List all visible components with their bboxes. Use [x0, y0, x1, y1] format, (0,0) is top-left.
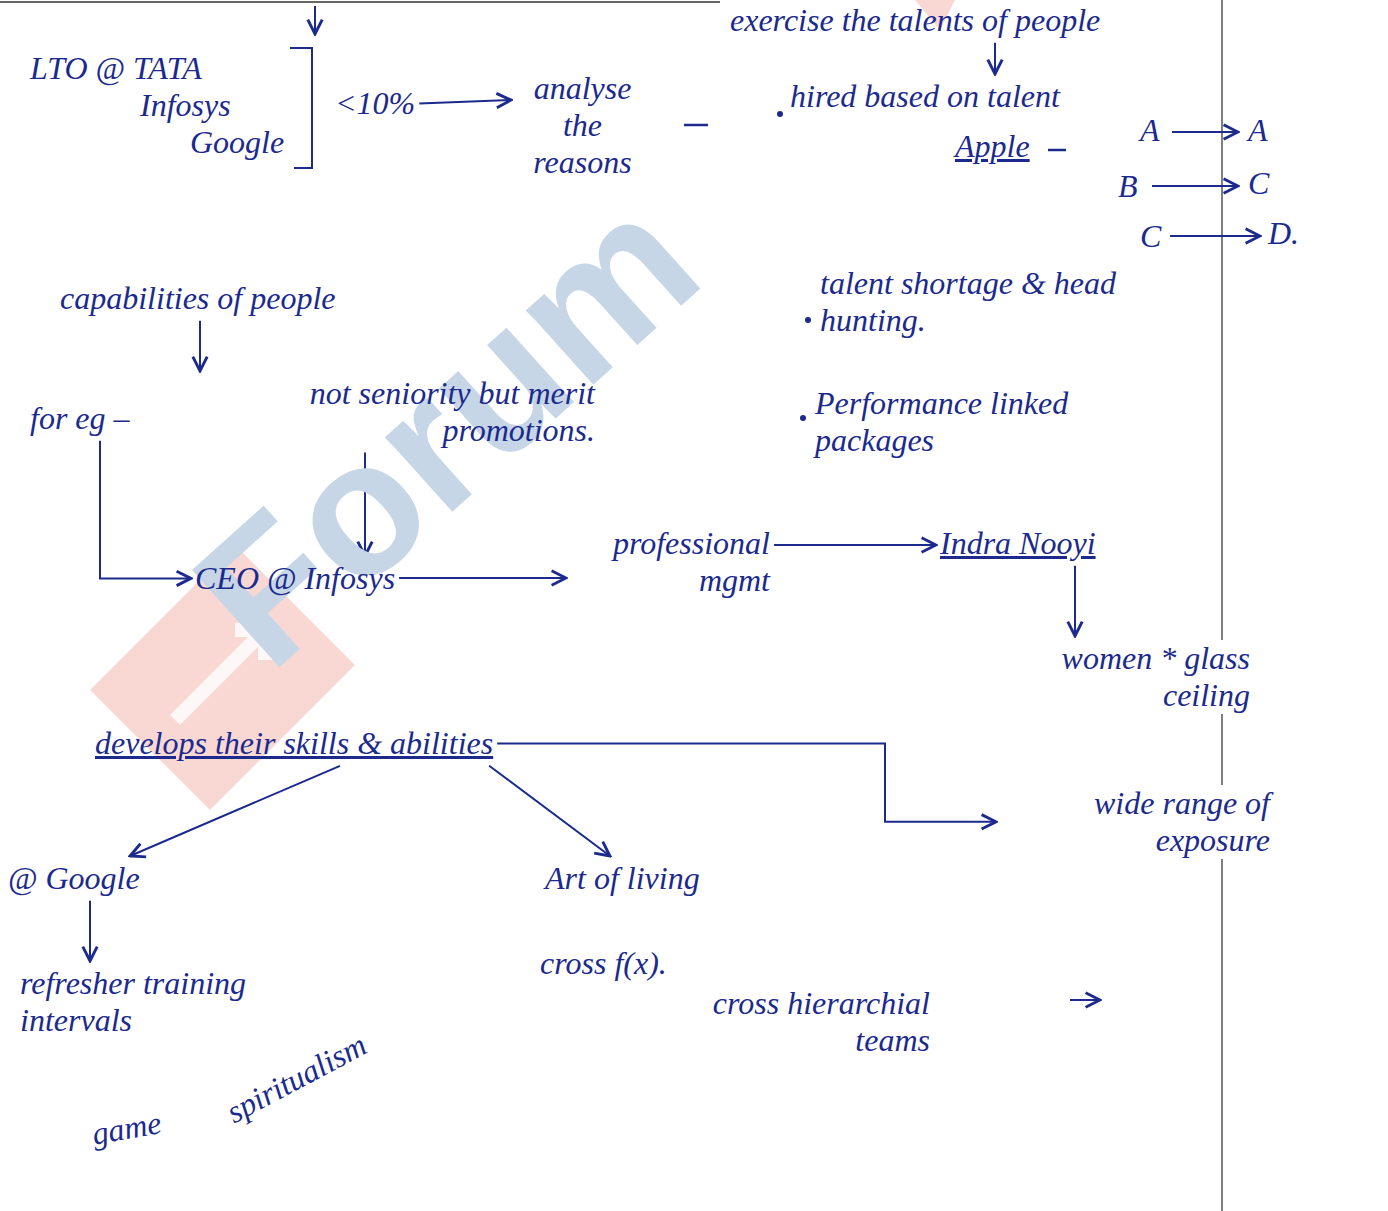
note-text-block: hired based on talent [790, 78, 1060, 115]
mapping-letter: B [1118, 168, 1138, 205]
note-text-block: Indra Nooyi [940, 525, 1096, 562]
handwritten-note: for eg – [30, 400, 130, 437]
mapping-letter: C [1140, 218, 1161, 255]
handwritten-note: LTO @ TATA [30, 50, 202, 87]
handwritten-note: refresher training intervals [20, 965, 350, 1039]
handwritten-note: @ Google [8, 860, 140, 897]
page-rule [1221, 0, 1223, 1211]
note-text-block: @ Google [8, 860, 140, 897]
note-word: game [89, 1104, 164, 1152]
note-text-block: Apple [955, 128, 1030, 165]
note-text-block: refresher training intervals [20, 965, 350, 1039]
handwritten-note: CEO @ Infosys [195, 560, 395, 597]
handwritten-note: Art of living [545, 860, 700, 897]
dangling-arrow [1070, 999, 1100, 1001]
handwritten-note: Indra Nooyi [940, 525, 1096, 562]
note-text-block: talent shortage & head hunting. [820, 265, 1180, 339]
note-text-block: Art of living [545, 860, 700, 897]
note-text-block: professional mgmt [570, 525, 770, 599]
dash [684, 124, 708, 127]
handwritten-note: <10% [335, 85, 415, 122]
mapping-arrow [1172, 131, 1238, 133]
handwritten-note: Performance linked packages [815, 385, 1145, 459]
handwritten-note: develops their skills & abilities [95, 725, 493, 762]
connector-arrow [774, 544, 936, 546]
note-text-block: for eg – [30, 400, 130, 437]
mapping-arrow [1170, 235, 1260, 237]
note-text-block: analyse the reasons [515, 70, 650, 180]
connector-arrow [994, 43, 996, 74]
dash [1048, 149, 1066, 152]
note-text-block: develops their skills & abilities [95, 725, 493, 762]
handwritten-note: capabilities of people [60, 280, 336, 317]
connector-arrow [489, 766, 610, 856]
bullet [777, 111, 783, 117]
note-text-block: cross f(x). [540, 945, 667, 982]
mapping-arrow [1152, 185, 1238, 187]
handwritten-note: Google [190, 124, 284, 161]
handwritten-note: hired based on talent [790, 78, 1060, 115]
handwritten-note: talent shortage & head hunting. [820, 265, 1180, 339]
handwritten-note: Infosys [140, 87, 231, 124]
connector-arrow [1074, 566, 1076, 636]
note-text-block: exercise the talents of people [730, 2, 1100, 39]
handwritten-note: wide range of exposure [1000, 785, 1270, 859]
page-edge [0, 1, 720, 3]
note-text-block: Performance linked packages [815, 385, 1145, 459]
handwritten-note: not seniority but merit promotions. [195, 375, 595, 449]
handwritten-note: cross hierarchial teams [650, 985, 930, 1059]
note-text-block: CEO @ Infosys [195, 560, 395, 597]
handwritten-note: exercise the talents of people [730, 2, 1100, 39]
bullet [805, 317, 811, 323]
handwritten-note: Apple [955, 128, 1030, 165]
handwritten-note: women * glass ceiling [1010, 640, 1250, 714]
connector-arrow [497, 743, 996, 821]
down-arrow [314, 6, 316, 34]
bracket [290, 48, 312, 168]
bullet [800, 415, 806, 421]
handwritten-note: professional mgmt [570, 525, 770, 599]
note-text-block: not seniority but merit promotions. [195, 375, 595, 449]
mapping-letter: C [1248, 165, 1269, 202]
mapping-letter: A [1248, 112, 1268, 149]
mapping-letter: D. [1268, 215, 1299, 252]
note-text-block: LTO @ TATAInfosysGoogle [30, 50, 295, 160]
mapping-letter: A [1140, 112, 1160, 149]
note-text-block: wide range of exposure [1000, 785, 1270, 859]
note-text-block: capabilities of people [60, 280, 336, 317]
note-text-block: <10% [335, 85, 415, 122]
note-text-block: cross hierarchial teams [650, 985, 930, 1059]
connector-arrow [130, 766, 340, 856]
note-text-block: women * glass ceiling [1010, 640, 1250, 714]
connector-arrow [199, 321, 201, 371]
connector-arrow [419, 100, 511, 103]
note-word: spiritualism [220, 1026, 372, 1130]
handwritten-note: analyse the reasons [515, 70, 650, 180]
handwritten-note: cross f(x). [540, 945, 667, 982]
connector-arrow [89, 901, 91, 961]
